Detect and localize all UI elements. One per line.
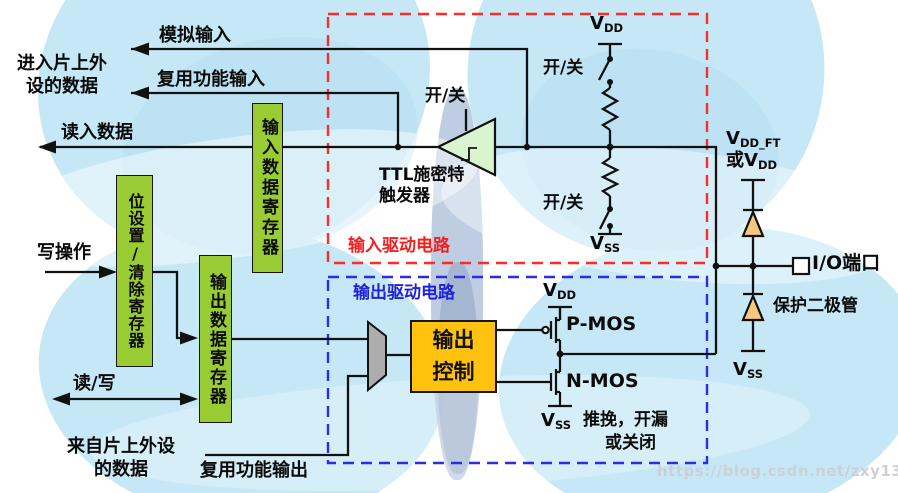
csdn-watermark: https://blog.csdn.net/zxy131072 [657, 462, 898, 480]
input-driver-section-box [326, 12, 709, 265]
drive-mode-label: 推挽，开漏 或关闭 [583, 410, 668, 453]
af-input-label: 复用功能输入 [157, 69, 265, 90]
pull-network [597, 42, 622, 236]
af-output-label: 复用功能输出 [200, 460, 308, 481]
pull-up-switch-icon [597, 58, 612, 81]
pull-vdd-label: VDD [590, 13, 624, 35]
pull-down-resistor-icon [600, 157, 620, 197]
pad-input-bus-wire [495, 145, 718, 354]
vddft-label: VDD_FT [726, 128, 781, 150]
output-data-register-box: 输出数据寄存器 [199, 255, 232, 423]
nmos-label: N-MOS [566, 370, 639, 392]
mux-icon [367, 319, 387, 393]
data-to-peripheral-label: 进入片上外 设的数据 [17, 53, 107, 97]
output-driver-section-box [326, 275, 709, 465]
pull-vss-label: VSS [590, 233, 620, 255]
af-input-wire [131, 91, 400, 147]
or-vdd-label: 或VDD [726, 150, 778, 172]
af-output-wire [205, 374, 368, 457]
protection-diode-label: 保护二极管 [773, 296, 858, 316]
pmos-label: P-MOS [566, 313, 637, 335]
nmos-icon [548, 354, 572, 408]
output-control-label-line2: 控制 [432, 359, 475, 384]
analog-input-wire [131, 47, 529, 147]
input-data-register-box: 输入数据寄存器 [252, 103, 283, 273]
pullup-switch-label: 开/关 [543, 58, 584, 78]
pull-up-resistor-icon [600, 87, 620, 131]
write-op-label: 写操作 [37, 242, 91, 263]
pulldown-switch-label: 开/关 [543, 193, 584, 213]
output-driver-section-label: 输出驱动电路 [353, 283, 455, 303]
input-driver-section-label: 输入驱动电路 [348, 236, 450, 256]
input-data-register-label: 输入数据寄存器 [258, 118, 278, 258]
bit-set-clear-register-box: 位设置/清除寄存器 [116, 175, 153, 367]
vddft-rail-icon [741, 178, 765, 210]
protection-diodes [741, 178, 765, 353]
output-control-box: 输出 控制 [410, 320, 497, 393]
output-data-register-label: 输出数据寄存器 [206, 272, 226, 406]
bit-set-clear-register-label: 位设置/清除寄存器 [125, 193, 145, 349]
schmitt-switch-label: 开/关 [425, 86, 466, 106]
bitset-to-outputreg-wire [153, 270, 190, 340]
pull-down-switch-icon [598, 208, 612, 230]
io-pad-icon [791, 256, 811, 276]
upper-protection-diode-icon [741, 209, 765, 238]
read-data-label: 读入数据 [61, 122, 133, 143]
vss-rail-icon [741, 320, 765, 353]
output-vss-label: VSS [541, 410, 571, 432]
analog-input-label: 模拟输入 [159, 25, 231, 46]
output-control-label-line1: 输出 [432, 328, 475, 352]
wires [40, 47, 793, 457]
lower-protection-diode-icon [741, 293, 765, 322]
io-port-label: I/O端口 [812, 252, 881, 274]
schmitt-trigger-label: TTL施密特 触发器 [379, 165, 465, 207]
read-write-label: 读/写 [73, 373, 116, 394]
schmitt-trigger-icon [435, 117, 497, 177]
right-vss-label: VSS [733, 359, 763, 381]
wire-arrowheads [38, 42, 198, 406]
from-peripheral-label: 来自片上外设 的数据 [67, 436, 175, 480]
pmos-icon [541, 305, 572, 354]
junction-dots [394, 56, 757, 358]
output-vdd-label: VDD [543, 280, 577, 302]
